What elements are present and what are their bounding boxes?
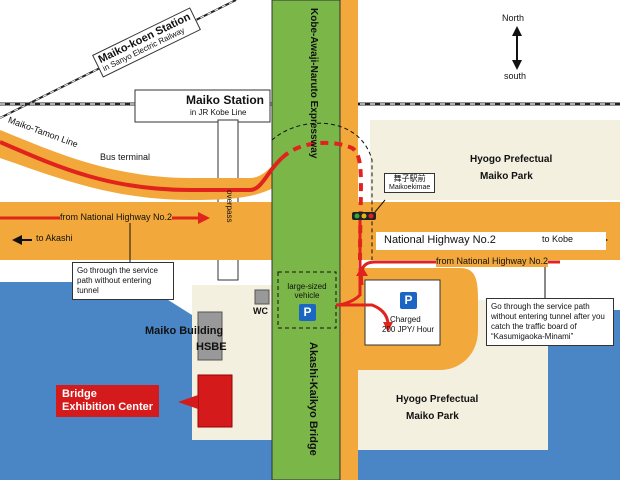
note-left: Go through the service path without ente…	[72, 262, 174, 300]
route-line	[0, 140, 284, 192]
bridge-center-label: Bridge Exhibition Center	[56, 385, 160, 417]
hsbe-label: HSBE	[196, 341, 227, 353]
compass-north: North	[502, 13, 525, 23]
compass-south: south	[504, 71, 527, 81]
sea-area-right	[548, 310, 620, 480]
bridge-center-line2: Exhibition Center	[62, 401, 154, 413]
charged-label: Charged	[390, 315, 421, 324]
hwy-from-left-label: from National Highway No.2	[60, 212, 173, 223]
hwy-from-right-label: from National Highway No.2	[436, 256, 549, 267]
charged-rate-label: 200 JPY/ Hour	[382, 325, 435, 334]
maiko-building-label: Maiko Building	[145, 325, 224, 337]
bridge-exhibition-center	[197, 374, 233, 428]
park-north-label-1: Hyogo Prefectual	[470, 154, 553, 165]
bridge-center-line1: Bridge	[62, 388, 97, 400]
hwy-main-label: National Highway No.2	[384, 234, 496, 246]
maikoekimae-jp: 舞子駅前	[393, 174, 426, 183]
large-vehicle-label: large-sized vehicle	[287, 282, 327, 300]
expressway-label: Kobe-Awaji-Naruto Expressway	[308, 8, 319, 159]
park-south-label-1: Hyogo Prefectual	[396, 394, 479, 405]
sea-area	[0, 282, 192, 480]
parking-large-icon: P	[299, 304, 316, 321]
maiko-building	[197, 311, 223, 361]
bridge-label: Akashi-Kaikyo Bridge	[307, 342, 319, 456]
note-right: Go through the service path without ente…	[486, 298, 614, 346]
maikoekimae-en: Maikoekimae	[389, 183, 431, 191]
station-building	[134, 89, 271, 123]
expressway	[271, 0, 341, 480]
hwy-sign-backdrop	[376, 232, 606, 250]
compass-icon	[512, 26, 522, 70]
to-akashi-label: to Akashi	[36, 233, 73, 243]
bus-terminal-label: Bus terminal	[100, 152, 151, 162]
station-maiko-sub: in JR Kobe Line	[190, 108, 247, 117]
overpass-label: overpass	[225, 190, 234, 223]
park-north-label-2: Maiko Park	[480, 171, 533, 182]
maikoekimae-sign: 舞子駅前 Maikoekimae	[384, 173, 436, 194]
to-kobe-label: to Kobe	[542, 234, 574, 244]
wc-label: WC	[253, 306, 268, 316]
parking-charged-icon: P	[400, 292, 417, 309]
park-south-label-2: Maiko Park	[406, 411, 459, 422]
station-maiko-name: Maiko Station	[186, 93, 265, 107]
